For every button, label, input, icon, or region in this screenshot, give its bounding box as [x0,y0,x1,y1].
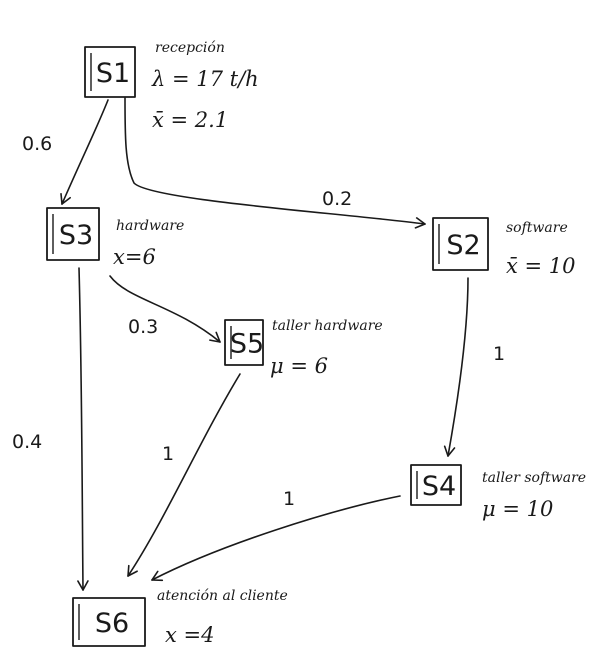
node-label: S4 [422,471,456,502]
edge-s3-s6: 0.4 [12,267,89,591]
edges-layer: 0.6 0.2 0.3 0.4 1 1 1 [12,97,505,591]
edge-arrow [77,267,89,591]
edge-probability-label: 1 [283,488,295,510]
node-label: S3 [59,220,93,251]
node-parameter: x̄ = 10 [506,254,576,278]
edge-arrow [124,97,426,229]
node-box [410,464,462,506]
node-parameter: x =4 [165,623,214,647]
edge-s2-s4: 1 [443,277,505,457]
node-parameter: μ = 10 [482,497,553,521]
edge-s4-s6: 1 [151,488,401,582]
node-title: taller software [482,470,586,486]
edge-s1-s3: 0.6 [22,99,109,205]
node-s6: S6 atención al cliente x =4 [72,588,288,647]
edge-arrow [127,373,241,577]
node-s4: S4 taller software μ = 10 [410,464,586,521]
node-box [46,207,100,261]
node-label: S2 [446,230,480,261]
edge-arrow [443,277,469,457]
edge-arrow [60,99,109,205]
edge-probability-label: 0.2 [322,188,352,210]
node-parameter: μ = 6 [270,354,328,378]
node-s3: S3 hardware x=6 [46,207,184,269]
node-s5: S5 taller hardware μ = 6 [224,318,383,378]
node-box [84,46,136,98]
node-box [432,217,489,271]
edge-probability-label: 1 [493,343,505,365]
edge-probability-label: 0.3 [128,316,158,338]
edge-probability-label: 0.4 [12,431,42,453]
node-title: atención al cliente [157,588,288,604]
node-label: S5 [230,329,264,360]
node-label: S6 [95,608,129,639]
node-title: taller hardware [272,318,383,334]
node-box [72,597,146,647]
node-s2: S2 software x̄ = 10 [432,217,576,278]
node-label: S1 [96,58,130,89]
node-title: hardware [116,218,184,234]
node-parameter: x̄ = 2.1 [152,108,228,132]
edge-arrow [151,495,401,582]
edge-probability-label: 0.6 [22,133,52,155]
node-title: software [506,220,568,236]
nodes-layer: S1 recepción λ = 17 t/h x̄ = 2.1S2 software x… [46,40,586,647]
node-box [224,319,264,366]
node-parameter: λ = 17 t/h [151,67,259,91]
node-parameter: x=6 [113,245,156,269]
edge-probability-label: 1 [162,443,174,465]
edge-arrow [109,275,221,343]
edge-s5-s6: 1 [127,373,241,577]
node-title: recepción [155,40,225,56]
node-s1: S1 recepción λ = 17 t/h x̄ = 2.1 [84,40,259,132]
edge-s3-s5: 0.3 [109,275,221,343]
edge-s1-s2: 0.2 [124,97,426,229]
